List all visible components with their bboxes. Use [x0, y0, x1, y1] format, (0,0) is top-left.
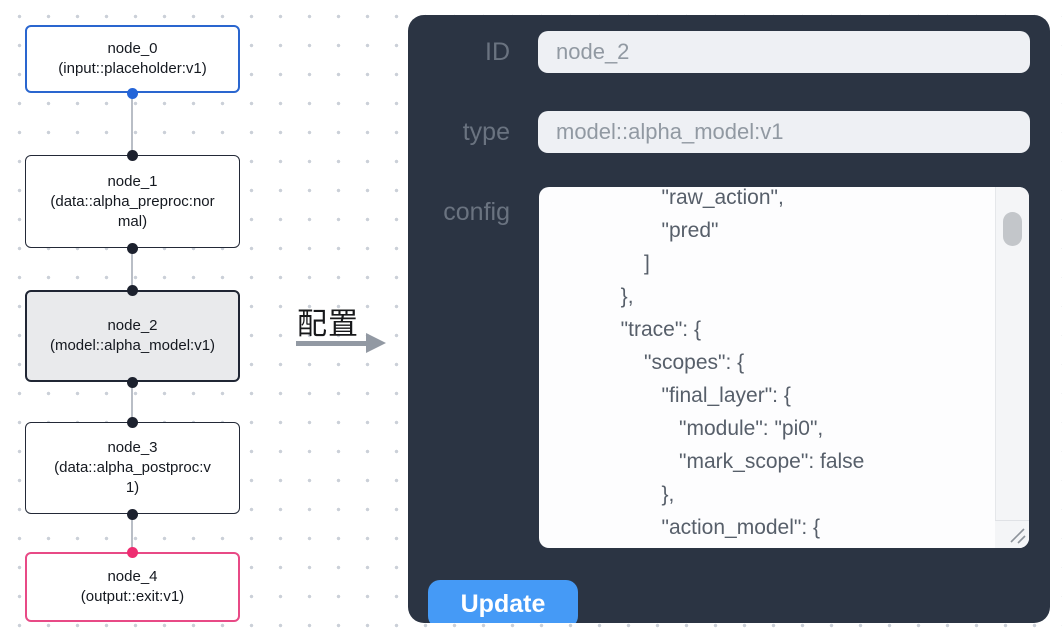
- config-line: "raw_action",: [539, 187, 784, 209]
- config-field-label: config: [443, 198, 510, 226]
- scrollbar-corner: [995, 520, 1029, 548]
- node-id: node_1: [107, 172, 158, 190]
- config-scrollbar[interactable]: [995, 187, 1029, 548]
- node-type: (data::alpha_postproc:v1): [54, 459, 211, 496]
- config-line: "trace": {: [539, 318, 701, 341]
- edge-node1-node2: [131, 248, 133, 290]
- config-line: "pred": [539, 219, 719, 242]
- port-node0-out[interactable]: [126, 87, 138, 99]
- edge-node2-node3: [131, 382, 133, 422]
- id-input[interactable]: [538, 31, 1030, 73]
- port-node3-out[interactable]: [126, 508, 138, 520]
- edge-node0-node1: [131, 93, 133, 155]
- type-input[interactable]: [538, 111, 1030, 153]
- port-node2-out[interactable]: [126, 376, 138, 388]
- flow-node-3[interactable]: node_3 (data::alpha_postproc:v1): [25, 422, 240, 514]
- update-button[interactable]: Update: [428, 580, 578, 623]
- node-type: (input::placeholder:v1): [58, 60, 207, 77]
- config-line: },: [539, 483, 675, 506]
- type-field-label: type: [462, 118, 510, 146]
- transition-label: 配置: [297, 308, 359, 341]
- arrow-right-icon-head: [366, 333, 386, 353]
- id-field-label: ID: [485, 38, 510, 66]
- arrow-right-icon: [296, 341, 368, 346]
- config-textarea[interactable]: "raw_action", "pred" ] }, "trace": { "sc…: [539, 187, 1029, 548]
- port-node4-in[interactable]: [126, 546, 138, 558]
- config-line: "scopes": {: [539, 351, 745, 374]
- node-id: node_3: [107, 439, 158, 456]
- node-type: (output::exit:v1): [80, 588, 185, 605]
- config-line: "mark_scope": false: [539, 450, 865, 473]
- port-node1-in[interactable]: [126, 149, 138, 161]
- resize-grip-icon[interactable]: [1006, 524, 1028, 546]
- node-type: (model::alpha_model:v1): [49, 337, 216, 354]
- config-line: "action_model": {: [539, 516, 821, 539]
- config-line: "module": "pi0",: [539, 417, 824, 440]
- flow-node-0[interactable]: node_0 (input::placeholder:v1): [25, 25, 240, 93]
- config-line: "final_layer": {: [539, 384, 791, 407]
- config-line: },: [539, 285, 634, 308]
- flow-node-2-selected[interactable]: node_2 (model::alpha_model:v1): [25, 290, 240, 382]
- config-line: ]: [539, 252, 650, 275]
- node-id: node_4: [107, 568, 158, 585]
- node-type: (data::alpha_preproc:normal): [50, 192, 215, 230]
- port-node1-out[interactable]: [126, 242, 138, 254]
- flow-node-4[interactable]: node_4 (output::exit:v1): [25, 552, 240, 622]
- node-config-panel: ID type config "raw_action", "pred" ] },…: [408, 15, 1050, 623]
- scrollbar-thumb[interactable]: [1003, 212, 1022, 246]
- node-id: node_0: [107, 40, 158, 57]
- node-id: node_2: [107, 317, 158, 334]
- flow-node-1[interactable]: node_1 (data::alpha_preproc:normal): [25, 155, 240, 248]
- port-node2-in[interactable]: [126, 284, 138, 296]
- port-node3-in[interactable]: [126, 416, 138, 428]
- config-json-text: "raw_action", "pred" ] }, "trace": { "sc…: [539, 187, 994, 544]
- edge-node3-node4: [131, 514, 133, 552]
